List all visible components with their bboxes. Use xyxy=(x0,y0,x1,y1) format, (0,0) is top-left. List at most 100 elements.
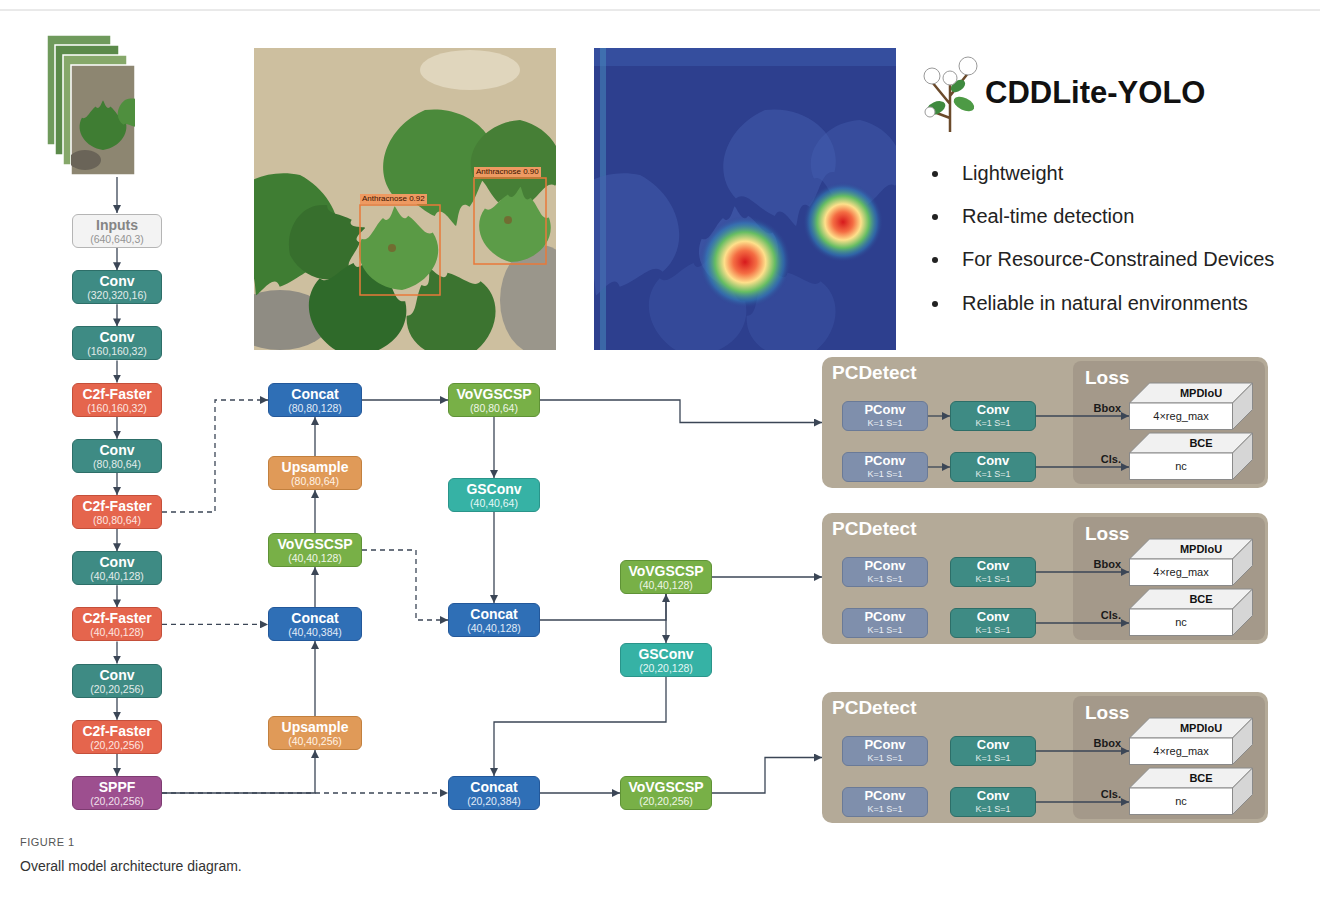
edge-label: Cls. xyxy=(1101,453,1121,466)
cube-front xyxy=(1130,609,1233,636)
connector xyxy=(1036,415,1129,416)
cube-side xyxy=(1233,383,1253,430)
connector xyxy=(116,754,117,776)
block-label: GSConv xyxy=(638,646,693,662)
block-label: PConv xyxy=(864,559,905,574)
block-detail: (40,40,128) xyxy=(288,552,342,564)
heatmap-image xyxy=(594,48,896,66)
block-label: VoVGSCSP xyxy=(277,536,352,552)
cube-side xyxy=(1233,433,1253,480)
block-detail: (20,20,384) xyxy=(467,795,521,807)
block-detail: (40,40,128) xyxy=(467,622,521,634)
concat-block: Concat(40,40,128) xyxy=(448,603,540,637)
title-holder: CDDLite-YOLO xyxy=(985,74,1205,111)
pconv-block: PConvK=1 S=1 xyxy=(842,787,928,817)
skip-connector xyxy=(162,792,448,793)
block-detail: (320,320,16) xyxy=(87,289,147,301)
edge-label-holder: Bbox xyxy=(1094,402,1122,415)
connector xyxy=(116,473,117,495)
cube-front xyxy=(1130,788,1233,815)
detection-photo xyxy=(504,216,512,224)
block-detail: (80,80,64) xyxy=(93,514,141,526)
connector xyxy=(1036,801,1129,802)
conv-block: Conv(320,320,16) xyxy=(72,270,162,304)
cotton-plant-icon xyxy=(959,57,977,75)
block-detail: K=1 S=1 xyxy=(867,574,902,584)
connector xyxy=(712,576,822,577)
block-label: Concat xyxy=(291,610,338,626)
block-detail: K=1 S=1 xyxy=(867,753,902,763)
block-detail: (160,160,32) xyxy=(87,402,147,414)
bullet-dots xyxy=(932,171,938,177)
feature-bullet: Reliable in natural environments xyxy=(962,291,1248,316)
block-detail: (80,80,128) xyxy=(288,402,342,414)
figure-caption: Overall model architecture diagram. xyxy=(20,858,242,876)
block-label: MPDIoU xyxy=(1149,383,1253,403)
concat-block: Concat(40,40,384) xyxy=(268,607,362,641)
bullet-dots xyxy=(932,257,938,263)
block-detail: K=1 S=1 xyxy=(975,574,1010,584)
bullet-dots xyxy=(932,214,938,220)
heatmap-image xyxy=(594,48,896,350)
connector xyxy=(116,529,117,551)
block-detail: (80,80,64) xyxy=(470,402,518,414)
top-rule xyxy=(0,10,1320,11)
block-label: PConv xyxy=(864,789,905,804)
conv-block: ConvK=1 S=1 xyxy=(950,452,1036,482)
loss-cube: MPDIoU4×reg_max xyxy=(1129,537,1253,587)
detection-photo xyxy=(388,244,396,252)
connector xyxy=(116,417,117,439)
block-detail: (40,40,128) xyxy=(639,579,693,591)
edge-label: Bbox xyxy=(1094,558,1122,571)
input-image-stack xyxy=(112,92,135,135)
input-image-stack xyxy=(71,150,101,170)
cotton-plant-icon xyxy=(924,68,940,84)
upsample-block: Upsample(80,80,64) xyxy=(268,456,362,490)
connector xyxy=(116,304,117,326)
block-label: C2f-Faster xyxy=(82,386,151,402)
cotton-plant-icon xyxy=(924,98,947,117)
pconv-block: PConvK=1 S=1 xyxy=(842,452,928,482)
block-detail: (80,80,64) xyxy=(93,458,141,470)
bullet-dots xyxy=(932,301,938,307)
detection-photo xyxy=(360,205,440,295)
label-holder: Anthracnose 0.92 xyxy=(360,194,427,204)
connector xyxy=(1036,622,1129,623)
c2f-faster-block: C2f-Faster(160,160,32) xyxy=(72,383,162,417)
loss-cube: BCEnc xyxy=(1129,431,1253,481)
pconv-block: PConvK=1 S=1 xyxy=(842,608,928,638)
sppf-block: SPPF(20,20,256) xyxy=(72,776,162,810)
loss-panel: LossMPDIoU4×reg_maxBCEnc xyxy=(1073,517,1265,640)
heatmap-image xyxy=(803,182,883,262)
connector xyxy=(314,567,315,607)
pconv-block: PConvK=1 S=1 xyxy=(842,557,928,587)
block-label: Conv xyxy=(977,610,1010,625)
skip-connector xyxy=(162,400,268,512)
cotton-plant-icon xyxy=(925,107,935,117)
feature-bullet: Real-time detection xyxy=(962,204,1134,229)
heatmap-image xyxy=(539,48,905,374)
edge-label: Bbox xyxy=(1094,737,1122,750)
conv-block: ConvK=1 S=1 xyxy=(950,608,1036,638)
label-holder: Anthracnose 0.90 xyxy=(474,167,541,177)
connector xyxy=(1036,571,1129,572)
cube-front xyxy=(1130,453,1233,480)
block-detail: 4×reg_max xyxy=(1129,738,1233,764)
block-detail: (160,160,32) xyxy=(87,345,147,357)
block-label: SPPF xyxy=(99,779,136,795)
conv-block: Conv(160,160,32) xyxy=(72,326,162,360)
detect-head-panel: PCDetectPConvK=1 S=1ConvK=1 S=1PConvK=1 … xyxy=(822,692,1268,823)
block-label: C2f-Faster xyxy=(82,610,151,626)
connector xyxy=(314,641,315,716)
conv-block: ConvK=1 S=1 xyxy=(950,557,1036,587)
block-detail: (20,20,256) xyxy=(90,683,144,695)
pconv-block: PConvK=1 S=1 xyxy=(842,736,928,766)
block-label: GSConv xyxy=(466,481,521,497)
connector xyxy=(1036,466,1129,467)
block-label: Upsample xyxy=(282,459,349,475)
block-detail: K=1 S=1 xyxy=(975,804,1010,814)
concat-block: Concat(20,20,384) xyxy=(448,776,540,810)
loss-cube: MPDIoU4×reg_max xyxy=(1129,716,1253,766)
block-detail: K=1 S=1 xyxy=(975,625,1010,635)
connector xyxy=(928,466,950,467)
